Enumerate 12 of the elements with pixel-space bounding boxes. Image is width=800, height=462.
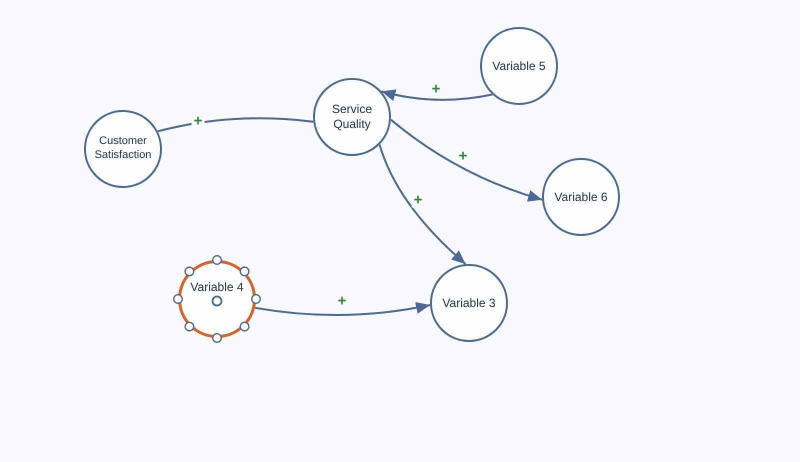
connector-line: [157, 117, 314, 132]
node-label: Variable 3: [442, 296, 496, 310]
node-label: Variable 5: [492, 58, 546, 74]
node-label: Variable 6: [554, 190, 608, 204]
arrow: [378, 144, 466, 265]
node-label: Service Quality: [330, 102, 373, 132]
arrow: [254, 302, 430, 316]
node-label: Variable 4: [190, 280, 244, 294]
node-label: Customer Satisfaction: [94, 135, 152, 163]
arrow: [381, 89, 493, 101]
arrow: [390, 118, 542, 202]
edge-label: +: [412, 192, 424, 208]
